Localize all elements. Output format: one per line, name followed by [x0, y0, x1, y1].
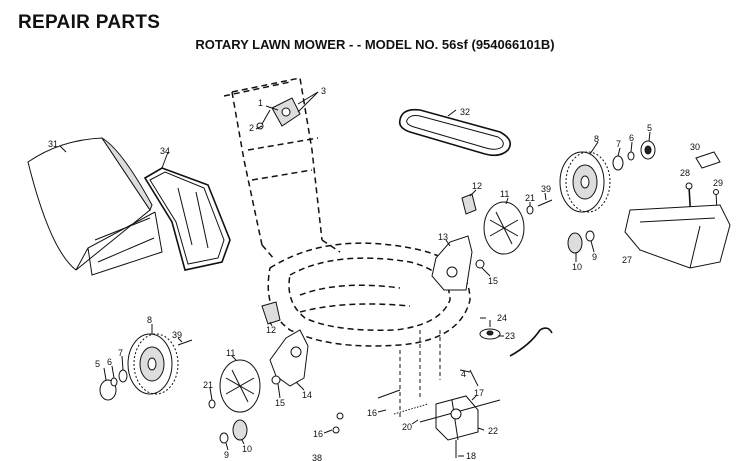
callout-labels: 1 2 3 32 31 34 8 7 6 5 30 28 29 27 12 11…	[48, 86, 723, 461]
callout: 34	[160, 146, 170, 156]
callout: 38	[312, 453, 322, 461]
callout: 15	[275, 398, 285, 408]
callout: 14	[302, 390, 312, 400]
callout: 17	[474, 388, 484, 398]
diagram-subtitle: ROTARY LAWN MOWER - - MODEL NO. 56sf (95…	[195, 37, 555, 52]
callout: 7	[118, 348, 123, 358]
callout: 32	[460, 107, 470, 117]
callout: 24	[497, 313, 507, 323]
callout: 18	[466, 451, 476, 461]
callout: 12	[472, 181, 482, 191]
callout: 11	[500, 189, 509, 199]
mower-deck-outline	[267, 242, 471, 347]
callout: 6	[107, 357, 112, 367]
callout: 6	[629, 133, 634, 143]
callout: 21	[525, 193, 535, 203]
grass-bag-frame	[143, 167, 231, 271]
transmission-assembly	[332, 320, 553, 458]
handle-control-part	[256, 91, 319, 130]
callout: 13	[438, 232, 448, 242]
rear-skirt-and-hardware	[624, 151, 731, 269]
callout: 9	[592, 252, 597, 262]
callout: 23	[505, 331, 515, 341]
callout: 10	[572, 262, 582, 272]
handle-assembly	[223, 77, 341, 261]
callout: 3	[321, 86, 326, 96]
callout: 7	[616, 139, 621, 149]
callout: 11	[226, 348, 235, 358]
callout: 28	[680, 168, 690, 178]
callout: 29	[713, 178, 723, 188]
callout: 10	[242, 444, 252, 454]
callout: 5	[95, 359, 100, 369]
callout: 4	[461, 369, 466, 379]
callout: 8	[594, 134, 599, 144]
drive-belt	[398, 108, 511, 157]
callout: 39	[541, 184, 551, 194]
callout: 30	[690, 142, 700, 152]
callout: 31	[48, 139, 58, 149]
callout: 15	[488, 276, 498, 286]
page-title: REPAIR PARTS	[18, 12, 161, 33]
callout: 9	[224, 450, 229, 460]
callout: 22	[488, 426, 498, 436]
leader-lines	[59, 105, 651, 457]
callout: 2	[249, 123, 254, 133]
callout: 1	[258, 98, 263, 108]
callout: 16	[313, 429, 323, 439]
upper-drive-components	[431, 193, 595, 291]
callout: 8	[147, 315, 152, 325]
callout: 16	[367, 408, 377, 418]
callout: 39	[172, 330, 182, 340]
callout: 21	[203, 380, 213, 390]
grass-catcher-bag	[27, 137, 163, 276]
left-rear-wheel-assembly	[99, 301, 309, 444]
callout: 12	[266, 325, 276, 335]
callout: 5	[647, 123, 652, 133]
callout: 20	[402, 422, 412, 432]
right-rear-wheel-assembly	[559, 140, 656, 213]
callout: 27	[622, 255, 632, 265]
